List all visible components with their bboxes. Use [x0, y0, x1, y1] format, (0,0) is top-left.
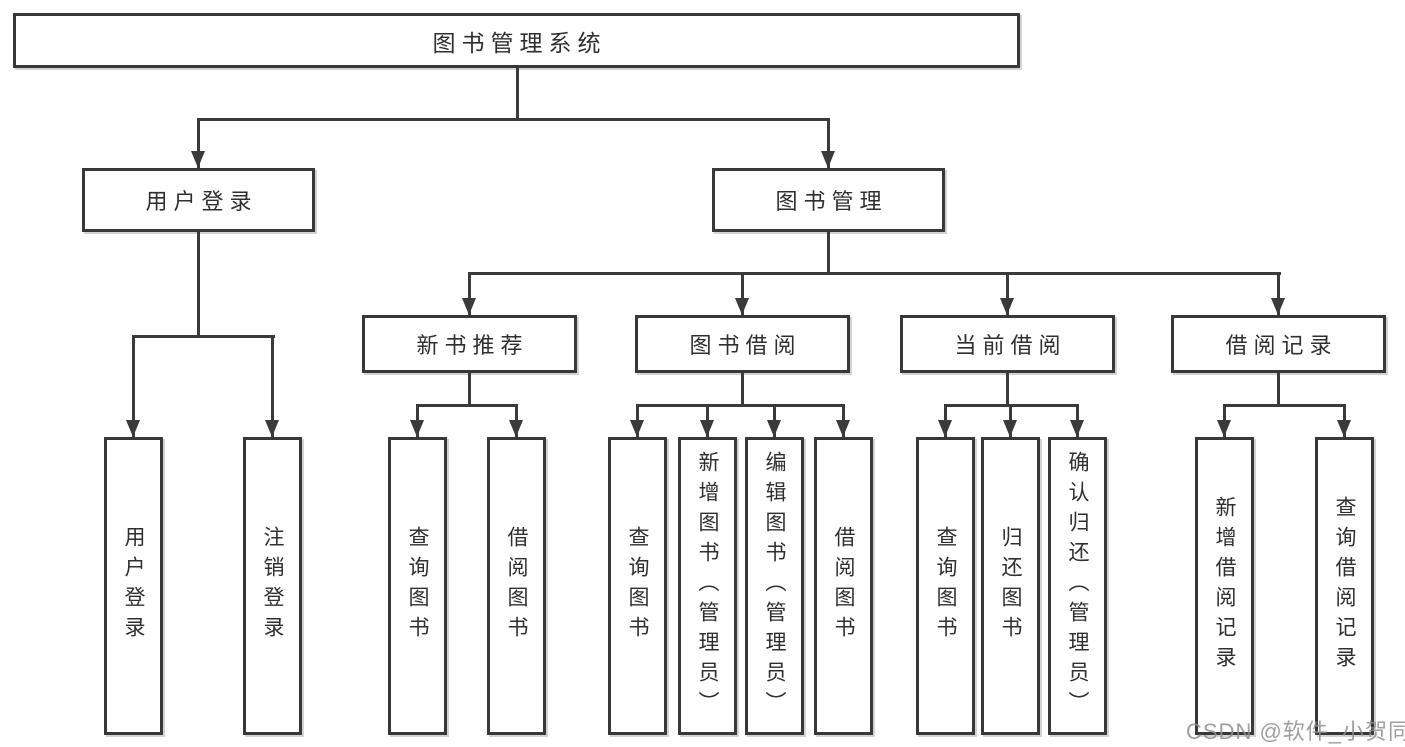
arrowhead-down-icon [700, 420, 714, 437]
arrowhead-down-icon [630, 420, 644, 437]
connector-line [827, 232, 830, 275]
connector-line [197, 118, 829, 121]
leaf-record-add-label: 新增借阅记录 [1213, 496, 1236, 676]
arrowhead-down-icon [821, 151, 835, 168]
arrowhead-down-icon [1070, 420, 1084, 437]
connector-line [271, 335, 274, 437]
leaf-current-query: 查询图书 [916, 437, 975, 735]
connector-line [468, 272, 471, 315]
leaf-current-confirm-admin: 确认归还（管理员） [1048, 437, 1107, 735]
leaf-borrow-borrow-label: 借阅图书 [832, 526, 855, 646]
arrowhead-down-icon [735, 298, 749, 315]
connector-line [197, 118, 200, 168]
leaf-borrow-edit-admin: 编辑图书（管理员） [745, 437, 804, 735]
leaf-newbook-borrow: 借阅图书 [487, 437, 546, 735]
arrowhead-down-icon [410, 420, 424, 437]
arrowhead-down-icon [462, 298, 476, 315]
leaf-newbook-query-label: 查询图书 [406, 526, 429, 646]
leaf-user-login-label: 用户登录 [122, 526, 145, 646]
node-root-label: 图书管理系统 [432, 29, 607, 56]
connector-line [468, 373, 471, 407]
connector-line [416, 404, 518, 407]
node-user-login-label: 用户登录 [145, 189, 258, 214]
leaf-borrow-add-admin: 新增图书（管理员） [678, 437, 737, 735]
leaf-borrow-query-label: 查询图书 [626, 526, 649, 646]
leaf-current-return-label: 归还图书 [999, 526, 1022, 646]
arrowhead-down-icon [1337, 420, 1351, 437]
leaf-borrow-edit-admin-label: 编辑图书（管理员） [763, 451, 786, 721]
connector-line [197, 232, 200, 338]
connector-line [516, 68, 519, 119]
csdn-watermark: CSDN @软件_小贺同学 [1186, 719, 1405, 744]
leaf-logout: 注销登录 [243, 437, 302, 735]
node-book-management-label: 图书管理 [775, 189, 888, 214]
node-current-borrow-label: 当前借阅 [954, 333, 1067, 358]
leaf-current-return: 归还图书 [981, 437, 1040, 735]
leaf-newbook-borrow-label: 借阅图书 [505, 526, 528, 646]
connector-line [1223, 404, 1345, 407]
arrowhead-down-icon [191, 151, 205, 168]
leaf-current-confirm-admin-label: 确认归还（管理员） [1066, 451, 1089, 721]
leaf-borrow-add-admin-label: 新增图书（管理员） [696, 451, 719, 721]
leaf-user-login: 用户登录 [104, 437, 163, 735]
node-borrow-records-label: 借阅记录 [1225, 333, 1338, 358]
leaf-borrow-query: 查询图书 [608, 437, 667, 735]
connector-line [741, 272, 744, 315]
connector-line [468, 272, 1281, 275]
node-borrow-records: 借阅记录 [1171, 315, 1386, 373]
arrowhead-down-icon [1217, 420, 1231, 437]
node-new-book-recommend: 新书推荐 [362, 315, 577, 373]
node-book-borrow-label: 图书借阅 [689, 333, 802, 358]
leaf-borrow-borrow: 借阅图书 [814, 437, 873, 735]
arrowhead-down-icon [509, 420, 523, 437]
leaf-record-query: 查询借阅记录 [1315, 437, 1374, 735]
arrowhead-down-icon [938, 420, 952, 437]
connector-line [1277, 272, 1280, 315]
arrowhead-down-icon [1271, 298, 1285, 315]
node-book-borrow: 图书借阅 [635, 315, 850, 373]
node-current-borrow: 当前借阅 [900, 315, 1115, 373]
node-book-management: 图书管理 [712, 168, 945, 232]
leaf-current-query-label: 查询图书 [934, 526, 957, 646]
node-user-login: 用户登录 [82, 168, 315, 232]
node-root: 图书管理系统 [13, 13, 1020, 68]
node-new-book-recommend-label: 新书推荐 [416, 333, 529, 358]
connector-line [1006, 272, 1009, 315]
connector-line [1277, 373, 1280, 407]
arrowhead-down-icon [126, 420, 140, 437]
arrowhead-down-icon [265, 420, 279, 437]
connector-line [741, 373, 744, 407]
connector-line [636, 404, 844, 407]
connector-line [1006, 373, 1009, 407]
arrowhead-down-icon [1003, 420, 1017, 437]
connector-line [132, 335, 135, 437]
connector-line [132, 335, 275, 338]
leaf-record-add: 新增借阅记录 [1195, 437, 1254, 735]
arrowhead-down-icon [1000, 298, 1014, 315]
leaf-newbook-query: 查询图书 [388, 437, 447, 735]
arrowhead-down-icon [836, 420, 850, 437]
leaf-record-query-label: 查询借阅记录 [1333, 496, 1356, 676]
arrowhead-down-icon [767, 420, 781, 437]
leaf-logout-label: 注销登录 [261, 526, 284, 646]
connector-line [827, 118, 830, 168]
